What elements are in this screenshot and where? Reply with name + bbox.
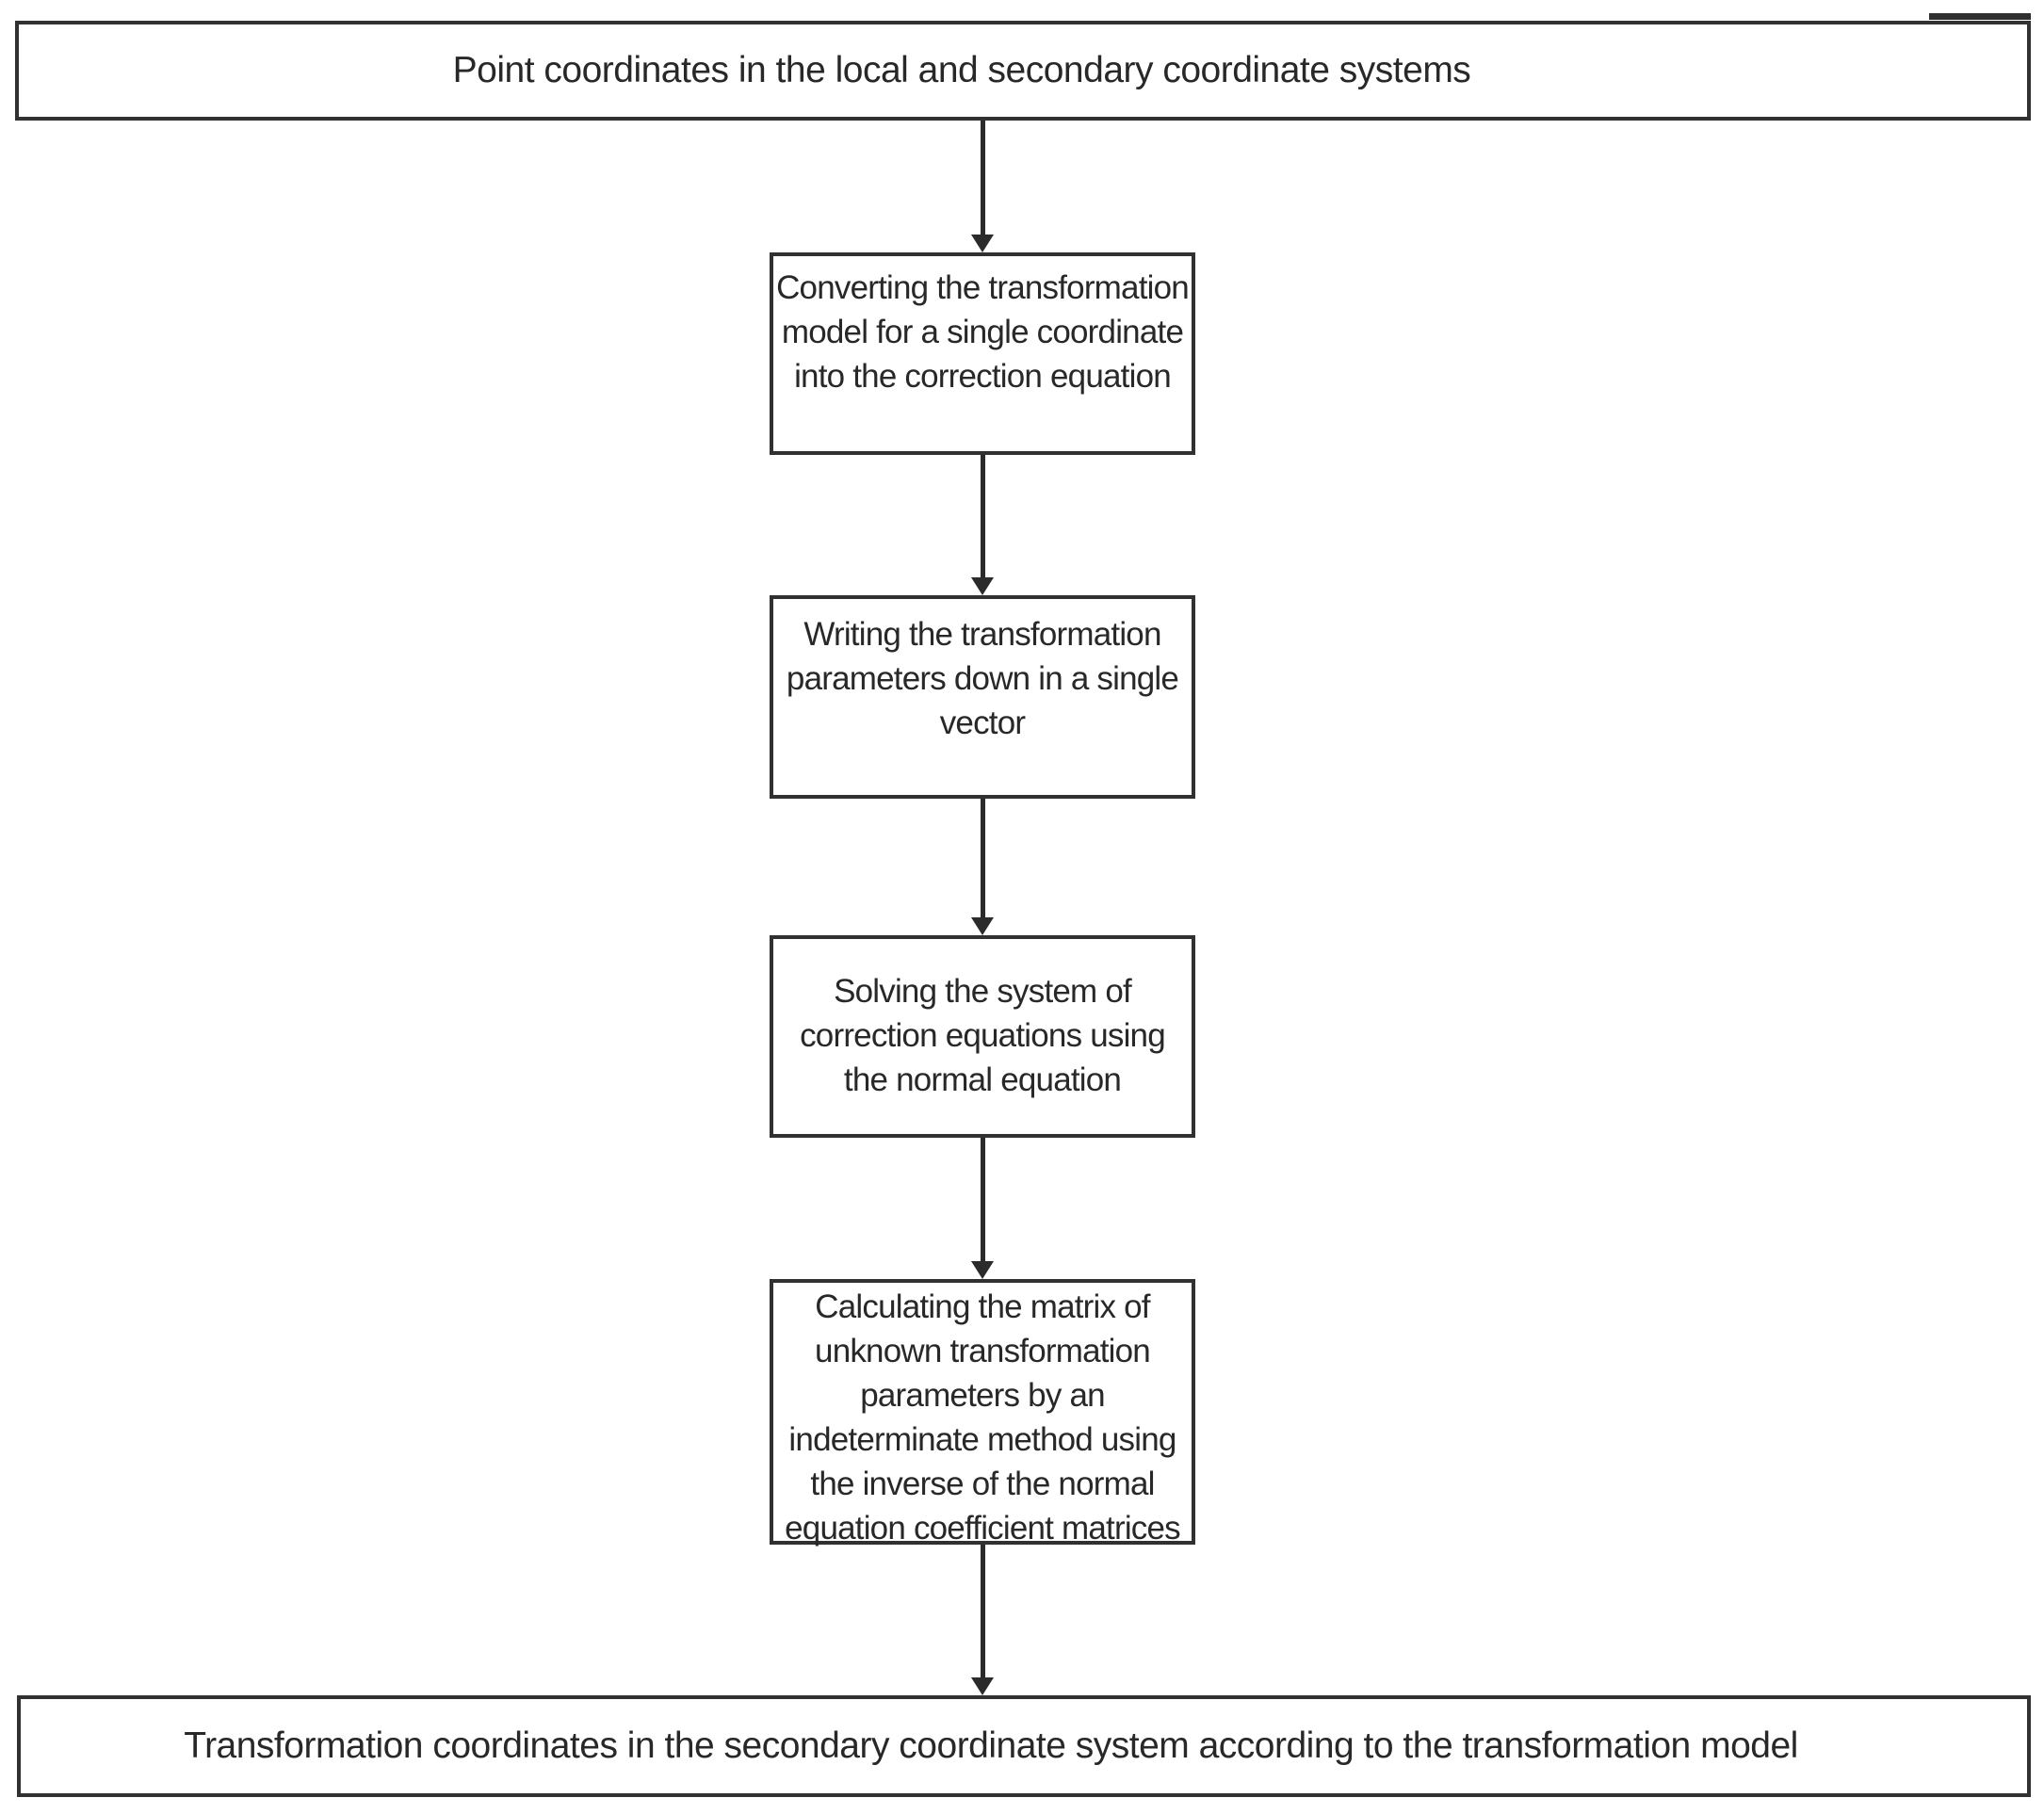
flow-arrow-2: [971, 455, 994, 595]
arrow-down-icon: [971, 235, 994, 252]
flow-node-step-3: Solving the system of correction equatio…: [770, 935, 1195, 1138]
flow-arrow-1: [971, 121, 994, 252]
arrow-stem: [980, 121, 985, 235]
node-label: Transformation coordinates in the second…: [184, 1725, 1798, 1766]
arrow-stem: [980, 455, 985, 578]
flow-node-step-1: Converting the transformation model for …: [770, 252, 1195, 455]
flow-arrow-5: [971, 1545, 994, 1695]
arrow-stem: [980, 1138, 985, 1262]
arrow-down-icon: [971, 917, 994, 935]
scan-artifact-mark: [1929, 13, 2031, 20]
flow-node-step-4: Calculating the matrix of unknown transf…: [770, 1279, 1195, 1547]
node-label: Point coordinates in the local and secon…: [452, 50, 1471, 90]
arrow-stem: [980, 799, 985, 918]
flow-arrow-4: [971, 1138, 994, 1279]
flow-node-input: Point coordinates in the local and secon…: [15, 21, 2031, 121]
node-label: Calculating the matrix of unknown transf…: [785, 1288, 1181, 1547]
arrow-down-icon: [971, 577, 994, 595]
node-label: Converting the transformation model for …: [776, 269, 1190, 395]
arrow-down-icon: [971, 1677, 994, 1695]
flow-node-step-2: Writing the transformation parameters do…: [770, 595, 1195, 799]
arrow-stem: [980, 1545, 985, 1678]
node-label: Writing the transformation parameters do…: [786, 616, 1179, 741]
flow-arrow-3: [971, 799, 994, 935]
flow-node-output: Transformation coordinates in the second…: [17, 1695, 2031, 1797]
node-label: Solving the system of correction equatio…: [800, 973, 1166, 1098]
arrow-down-icon: [971, 1261, 994, 1279]
